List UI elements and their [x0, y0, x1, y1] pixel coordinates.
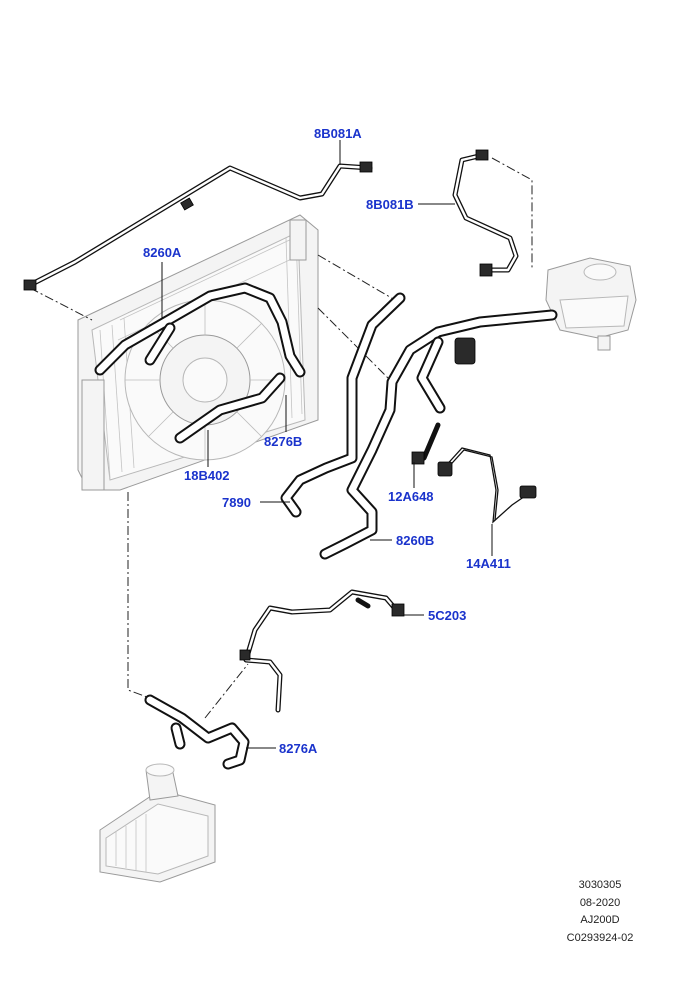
- part-12a648-sensor: [411, 422, 441, 465]
- illustration-date: 08-2020: [579, 896, 621, 909]
- part-8276a-hose: [144, 694, 250, 770]
- callout-14a411: 14A411: [466, 556, 511, 571]
- illustration-number: 3030305: [578, 879, 622, 891]
- intercooler-assembly: [99, 763, 216, 883]
- callout-8276b: 8276B: [264, 434, 303, 449]
- part-18b402-hose: [174, 372, 286, 444]
- callout-8276a: 8276A: [279, 741, 318, 756]
- callout-8260a: 8260A: [143, 245, 182, 260]
- callout-8b081b: 8B081B: [366, 197, 414, 212]
- part-5c203-pipe: [239, 589, 405, 713]
- engine-code: AJ200D: [580, 914, 620, 926]
- part-14a411-harness: [437, 447, 537, 524]
- radiator-assembly: [77, 214, 319, 491]
- illustration-metadata: 3030305 08-2020 AJ200D C0293924-02: [560, 877, 640, 947]
- callout-7890: 7890: [222, 495, 251, 510]
- callout-8260b: 8260B: [396, 533, 435, 548]
- leader-lines: [161, 140, 493, 749]
- part-8b081a-pipe: [23, 161, 373, 291]
- callout-8b081a: 8B081A: [314, 126, 362, 141]
- expansion-tank: [545, 257, 637, 351]
- part-8260b-hose: [319, 309, 558, 560]
- callout-18b402: 18B402: [184, 468, 230, 483]
- illustration-reference: C0293924-02: [566, 931, 634, 944]
- callout-5c203: 5C203: [428, 608, 467, 623]
- part-8260a-hose: [94, 282, 306, 378]
- part-8b081b-pipe: [452, 149, 519, 277]
- callout-12a648: 12A648: [388, 489, 434, 504]
- part-7890-hose: [280, 292, 406, 518]
